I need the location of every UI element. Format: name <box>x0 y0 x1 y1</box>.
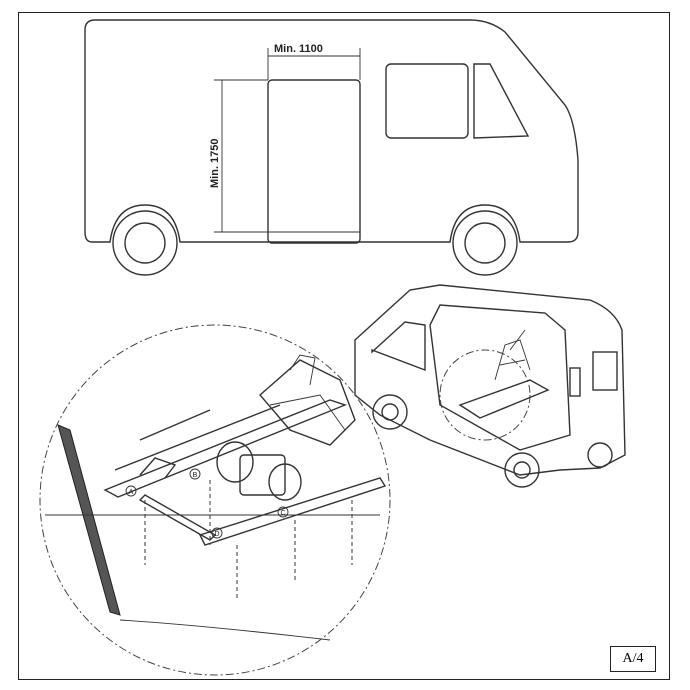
mount-point-b: B <box>189 468 201 480</box>
detail-magnifier <box>39 324 391 676</box>
van-side-view <box>84 19 579 276</box>
figure-frame <box>18 12 670 680</box>
svg-text:B: B <box>193 472 198 479</box>
height-dimension-label: Min. 1750 <box>209 138 221 188</box>
svg-text:D: D <box>214 531 219 538</box>
mount-point-a: A <box>125 485 137 497</box>
svg-text:C: C <box>280 510 285 517</box>
svg-text:A: A <box>129 489 134 496</box>
mount-point-d: D <box>211 527 223 539</box>
figure-reference: A/4 <box>610 646 656 672</box>
van-perspective-view <box>354 284 626 488</box>
width-dimension-label: Min. 1100 <box>274 43 323 55</box>
mount-point-c: C <box>277 506 289 518</box>
